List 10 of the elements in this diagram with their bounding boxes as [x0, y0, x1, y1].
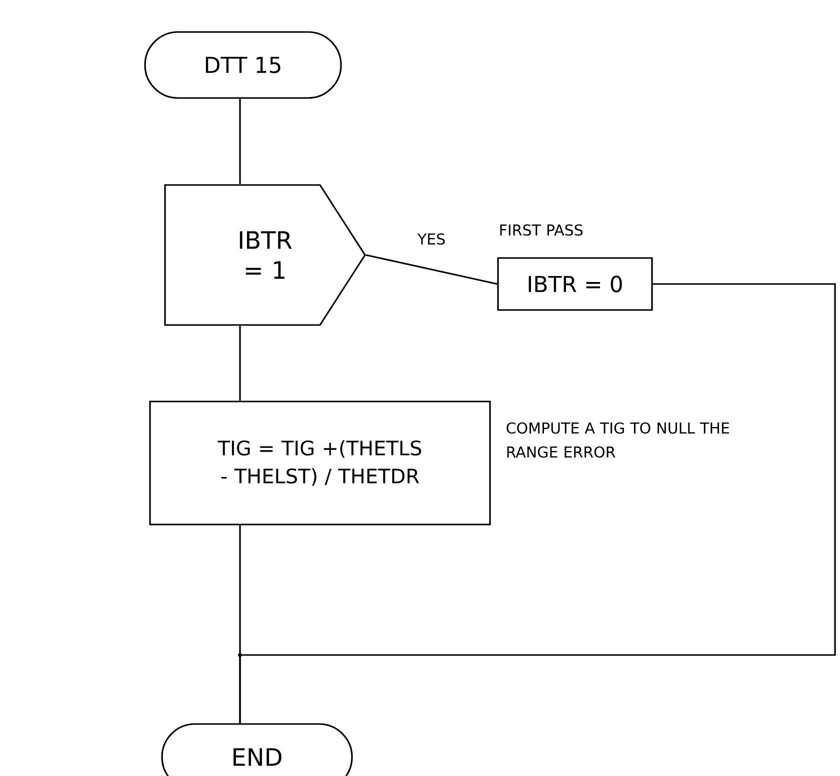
note-text: FIRST PASS	[500, 224, 583, 236]
process-box: TIG = TIG +(THETLS - THELST) / THETDR	[149, 400, 491, 526]
connector-line	[239, 98, 241, 184]
note-text: COMPUTE A TIG TO NULL THE RANGE ERROR	[506, 422, 729, 458]
decision-box: IBTR = 1	[164, 184, 366, 326]
connector-line	[239, 326, 241, 401]
connector-line	[366, 254, 498, 285]
connector-line	[239, 283, 836, 724]
process-box: IBTR = 0	[497, 257, 653, 311]
edge-label: YES	[417, 233, 445, 245]
